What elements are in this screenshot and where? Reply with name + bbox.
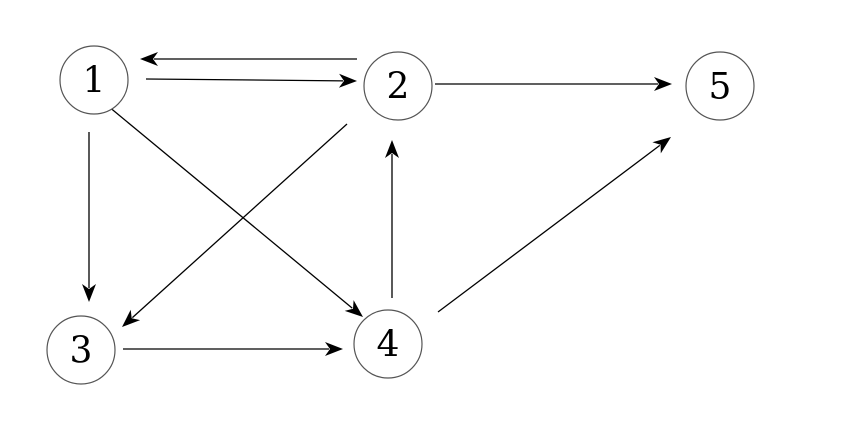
node-circle [59, 45, 129, 115]
nodes-layer: 1 2 3 4 5 [46, 45, 755, 385]
node-2: 2 [363, 51, 433, 121]
edge-2-to-1 [140, 52, 357, 66]
node-label: 4 [377, 325, 400, 366]
edge-line [437, 144, 661, 313]
node-label: 1 [83, 61, 106, 102]
arrowhead-icon [654, 77, 672, 91]
node-circle [353, 309, 423, 379]
node-1: 1 [59, 45, 129, 115]
edge-line [107, 105, 353, 309]
edge-2-to-3 [122, 123, 348, 327]
edge-4-to-2 [385, 140, 399, 298]
edge-4-to-5 [437, 137, 671, 313]
arrowhead-icon [140, 52, 158, 66]
node-label: 5 [709, 67, 732, 108]
edge-line [131, 123, 348, 319]
edge-2-to-5 [435, 77, 672, 91]
arrowhead-icon [652, 137, 671, 154]
node-5: 5 [685, 51, 755, 121]
edge-1-to-2 [145, 73, 357, 88]
arrowhead-icon [82, 284, 96, 302]
node-circle [46, 315, 116, 385]
edge-1-to-3 [82, 132, 96, 302]
edge-1-to-4 [107, 105, 363, 317]
arrowhead-icon [325, 342, 343, 356]
node-circle [363, 51, 433, 121]
arrowhead-icon [344, 300, 363, 317]
node-4: 4 [353, 309, 423, 379]
node-label: 3 [70, 331, 93, 372]
node-3: 3 [46, 315, 116, 385]
node-circle [685, 51, 755, 121]
node-label: 2 [387, 67, 410, 108]
arrowhead-icon [338, 73, 357, 88]
edges-layer [82, 52, 672, 356]
edge-line [145, 78, 344, 82]
arrowhead-icon [385, 140, 399, 158]
edge-3-to-4 [123, 342, 343, 356]
arrowhead-icon [122, 309, 141, 327]
